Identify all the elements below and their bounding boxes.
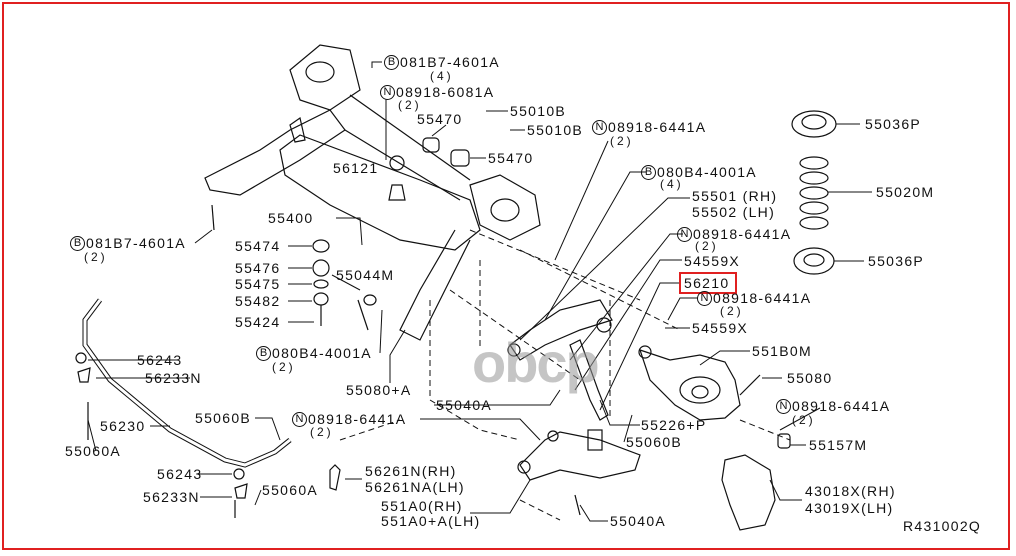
label-55400[interactable]: 55400 [268, 210, 314, 226]
label-55010B[interactable]: 55010B [510, 103, 567, 119]
label-55036P[interactable]: 55036P [865, 116, 922, 132]
label-55060A[interactable]: 55060A [262, 482, 319, 498]
watermark-logo: obcp [472, 331, 600, 394]
label-54559X[interactable]: 54559X [692, 320, 749, 336]
part-number: 08918-6441A [308, 411, 407, 427]
part-number: 081B7-4601A [86, 235, 186, 251]
label-56233N[interactable]: 56233N [145, 370, 202, 386]
quantity: (2) [310, 425, 334, 439]
diagram-code: R431002Q [903, 518, 982, 534]
bolt-symbol-icon: B [384, 55, 399, 70]
label-55060B[interactable]: 55060B [626, 434, 683, 450]
lower-arm-551A0 [517, 429, 641, 516]
part-number: 08918-6441A [792, 398, 891, 414]
quantity: (4) [430, 69, 454, 83]
label-55040A[interactable]: 55040A [436, 397, 493, 413]
label-55502[interactable]: 55502 (LH) [692, 204, 776, 220]
label-56121[interactable]: 56121 [333, 160, 379, 176]
label-55424[interactable]: 55424 [235, 314, 281, 330]
part-number: 08918-6081A [396, 84, 495, 100]
label-56230[interactable]: 56230 [100, 418, 146, 434]
label-55080-A[interactable]: 55080+A [346, 382, 412, 398]
nut-symbol-icon: N [776, 399, 791, 414]
label-55476[interactable]: 55476 [235, 260, 281, 276]
part-number: 080B4-4001A [657, 164, 757, 180]
label-55501[interactable]: 55501 (RH) [692, 188, 778, 204]
label-56261N[interactable]: 56261N(RH) [365, 463, 457, 479]
bushings-55470 [422, 137, 470, 167]
part-number: 08918-6441A [713, 290, 812, 306]
label-55470[interactable]: 55470 [488, 150, 534, 166]
nut-symbol-icon: N [697, 291, 712, 306]
knuckle-43018X [721, 433, 791, 531]
subframe-55400 [204, 44, 541, 341]
label-55475[interactable]: 55475 [235, 276, 281, 292]
label-55020M[interactable]: 55020M [876, 184, 935, 200]
quantity: (2) [84, 250, 108, 264]
label-56243[interactable]: 56243 [137, 352, 183, 368]
nut-symbol-icon: N [677, 227, 692, 242]
label-55060A[interactable]: 55060A [65, 443, 122, 459]
label-55482[interactable]: 55482 [235, 293, 281, 309]
quantity: (4) [660, 177, 684, 191]
label-551B0M[interactable]: 551B0M [752, 343, 812, 359]
nut-symbol-icon: N [380, 85, 395, 100]
label-551A0[interactable]: 551A0(RH) [381, 498, 463, 514]
label-55036P[interactable]: 55036P [868, 253, 925, 269]
bolt-symbol-icon: B [641, 165, 656, 180]
mount-stack [211, 204, 377, 331]
label-55060B[interactable]: 55060B [195, 410, 252, 426]
stabilizer-bar-56230 [75, 298, 341, 518]
quantity: (2) [398, 98, 422, 112]
spring-55020M [791, 110, 837, 275]
part-number: 08918-6441A [608, 119, 707, 135]
label-55157M[interactable]: 55157M [809, 437, 868, 453]
label-55044M[interactable]: 55044M [336, 267, 395, 283]
label-55040A[interactable]: 55040A [610, 513, 667, 529]
quantity: (2) [272, 360, 296, 374]
nut-symbol-icon: N [592, 120, 607, 135]
nut-symbol-icon: N [292, 412, 307, 427]
bolt-symbol-icon: B [70, 236, 85, 251]
upper-link-55501 [507, 299, 613, 421]
part-number: 081B7-4601A [400, 54, 500, 70]
label-43018X[interactable]: 43018X(RH) [805, 483, 896, 499]
quantity: (2) [792, 413, 816, 427]
label-55474[interactable]: 55474 [235, 238, 281, 254]
label-55080[interactable]: 55080 [787, 370, 833, 386]
label-55226-P[interactable]: 55226+P [641, 417, 707, 433]
quantity: (2) [695, 239, 719, 253]
quantity: (2) [610, 134, 634, 148]
label-54559X[interactable]: 54559X [684, 253, 741, 269]
label-56210[interactable]: 56210 [684, 275, 730, 291]
label-55010B[interactable]: 55010B [527, 122, 584, 138]
part-number: 080B4-4001A [272, 345, 372, 361]
spring-arm-551B0M [638, 345, 761, 421]
dashed-guides [339, 229, 791, 521]
label-56233N[interactable]: 56233N [143, 489, 200, 505]
quantity: (2) [720, 304, 744, 318]
part-number: 08918-6441A [693, 226, 792, 242]
label-43019X[interactable]: 43019X(LH) [805, 500, 894, 516]
label-551A0-A[interactable]: 551A0+A(LH) [381, 513, 481, 529]
label-56261NA[interactable]: 56261NA(LH) [365, 479, 465, 495]
label-56243[interactable]: 56243 [157, 466, 203, 482]
bolt-symbol-icon: B [256, 346, 271, 361]
diagram-frame [2, 2, 1010, 550]
label-55470[interactable]: 55470 [417, 111, 463, 127]
